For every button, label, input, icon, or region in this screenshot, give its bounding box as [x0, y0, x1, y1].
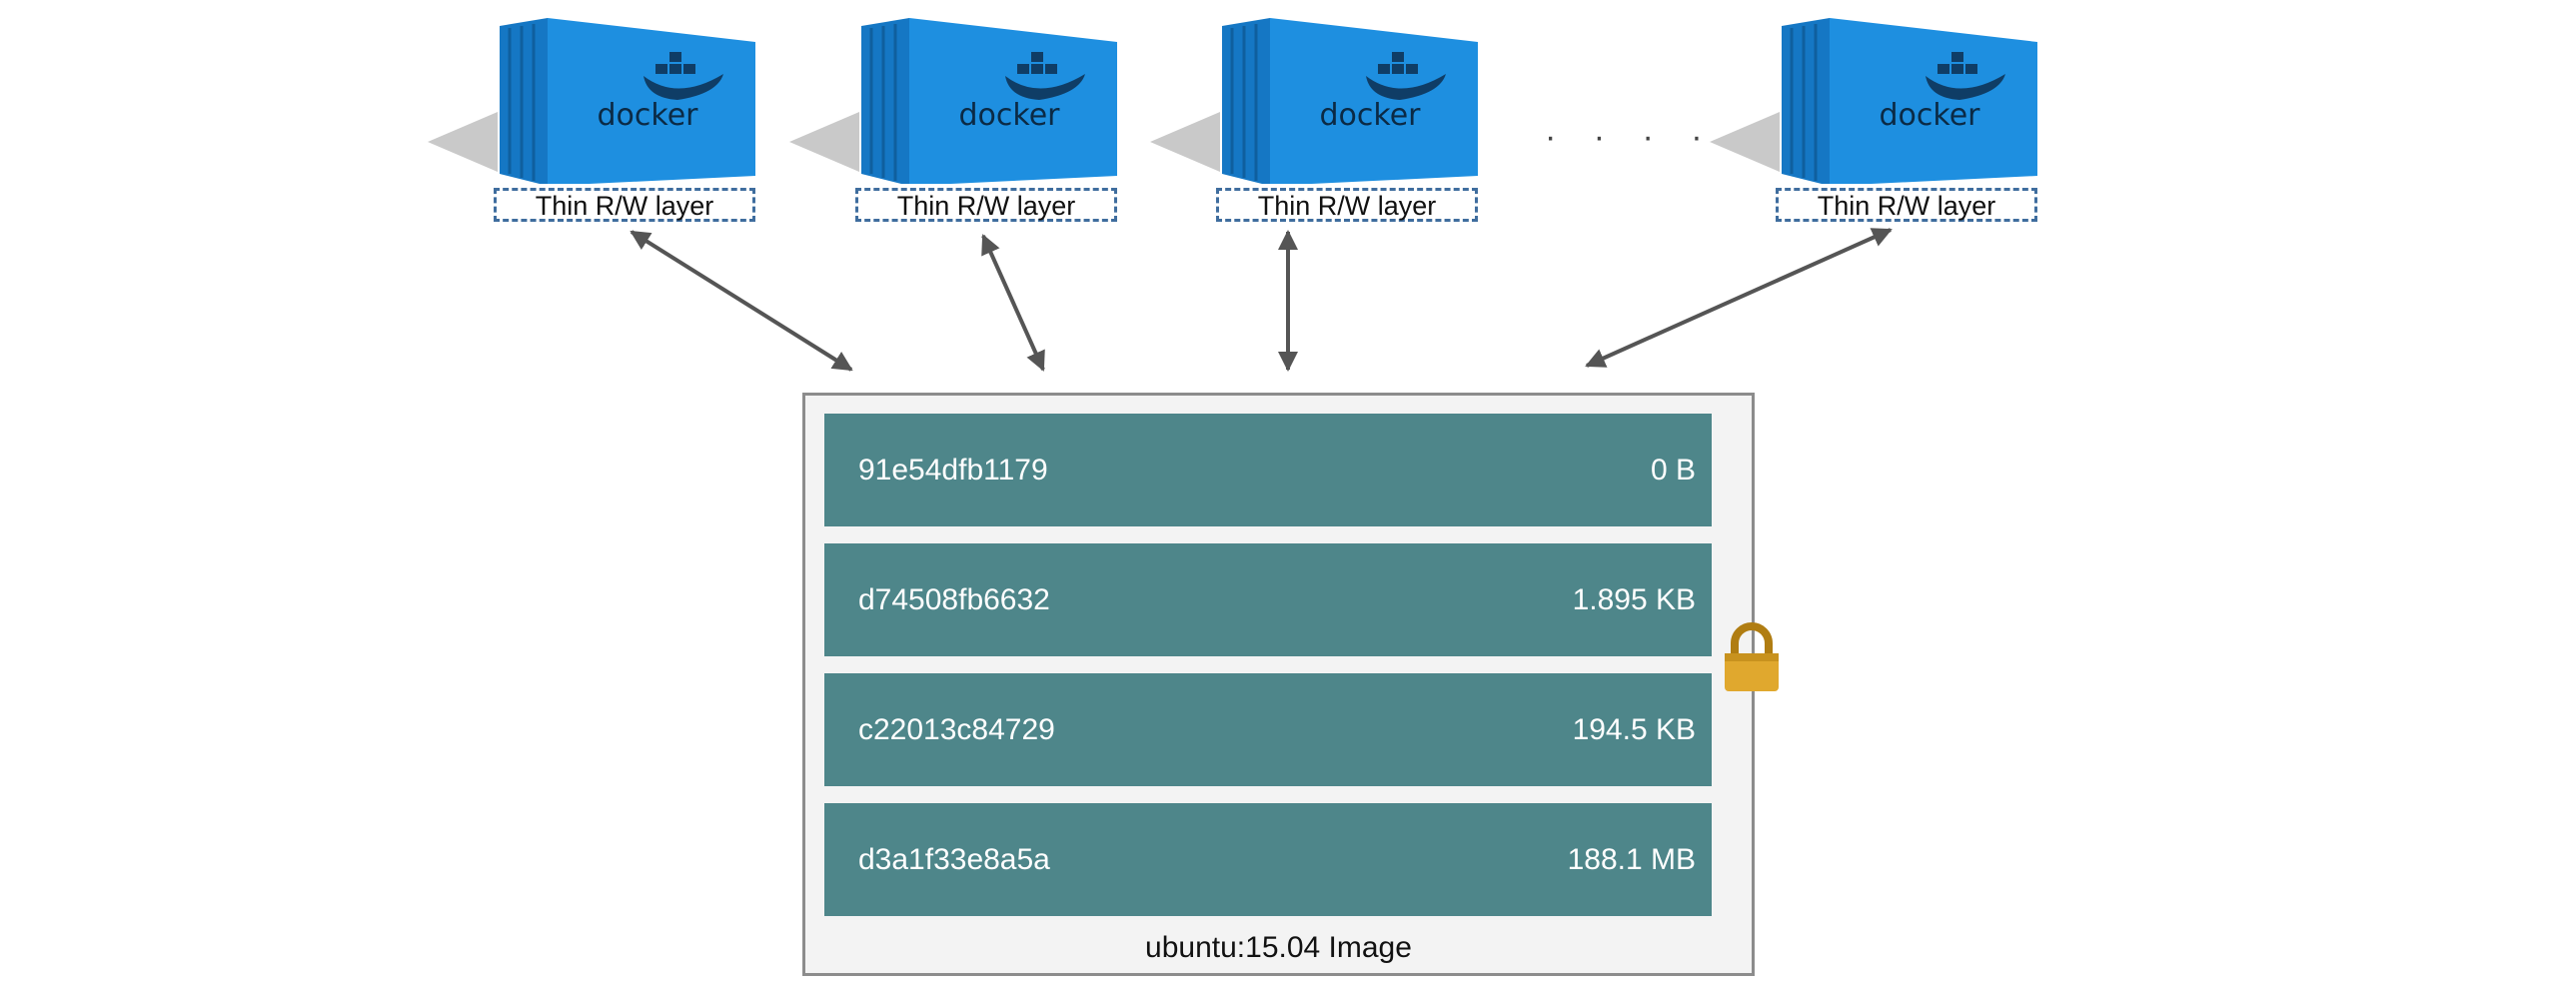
layer-id: 91e54dfb1179 [858, 453, 1048, 487]
docker-logo-text: docker [597, 98, 698, 133]
shipping-container-icon [789, 18, 1117, 184]
shipping-container-icon [1710, 18, 2037, 184]
shipping-container-icon [428, 18, 755, 184]
layer-id: d3a1f33e8a5a [858, 842, 1050, 876]
image-caption: ubuntu:15.04 Image [1145, 931, 1412, 964]
image-layer: c22013c84729 194.5 KB [824, 673, 1712, 786]
image-layer: d74508fb6632 1.895 KB [824, 543, 1712, 656]
layer-size: 188.1 MB [1567, 842, 1696, 876]
container-1: docker Thin R/W layer [428, 14, 767, 224]
thin-rw-layer-label: Thin R/W layer [494, 188, 755, 222]
layer-size: 194.5 KB [1572, 712, 1696, 746]
image-stack: 91e54dfb1179 0 B d74508fb6632 1.895 KB c… [802, 393, 1755, 976]
arrow-container-4 [1585, 228, 1893, 368]
arrow-container-2 [981, 234, 1045, 372]
shipping-container-icon [1150, 18, 1478, 184]
lock-icon [1725, 622, 1779, 691]
thin-rw-layer-label: Thin R/W layer [855, 188, 1117, 222]
arrow-container-1 [630, 230, 853, 372]
docker-logo-text: docker [1319, 98, 1421, 133]
image-layer: d3a1f33e8a5a 188.1 MB [824, 803, 1712, 916]
layer-id: d74508fb6632 [858, 582, 1050, 616]
docker-logo-text: docker [1879, 98, 1980, 133]
thin-rw-layer-label: Thin R/W layer [1216, 188, 1478, 222]
layer-size: 0 B [1650, 453, 1696, 487]
container-2: docker Thin R/W layer [789, 14, 1129, 224]
thin-rw-layer-label: Thin R/W layer [1776, 188, 2037, 222]
container-3: docker Thin R/W layer [1150, 14, 1490, 224]
layer-size: 1.895 KB [1572, 582, 1696, 616]
container-4: docker Thin R/W layer [1710, 14, 2049, 224]
image-layer: 91e54dfb1179 0 B [824, 414, 1712, 526]
layer-id: c22013c84729 [858, 712, 1055, 746]
docker-logo-text: docker [958, 98, 1060, 133]
